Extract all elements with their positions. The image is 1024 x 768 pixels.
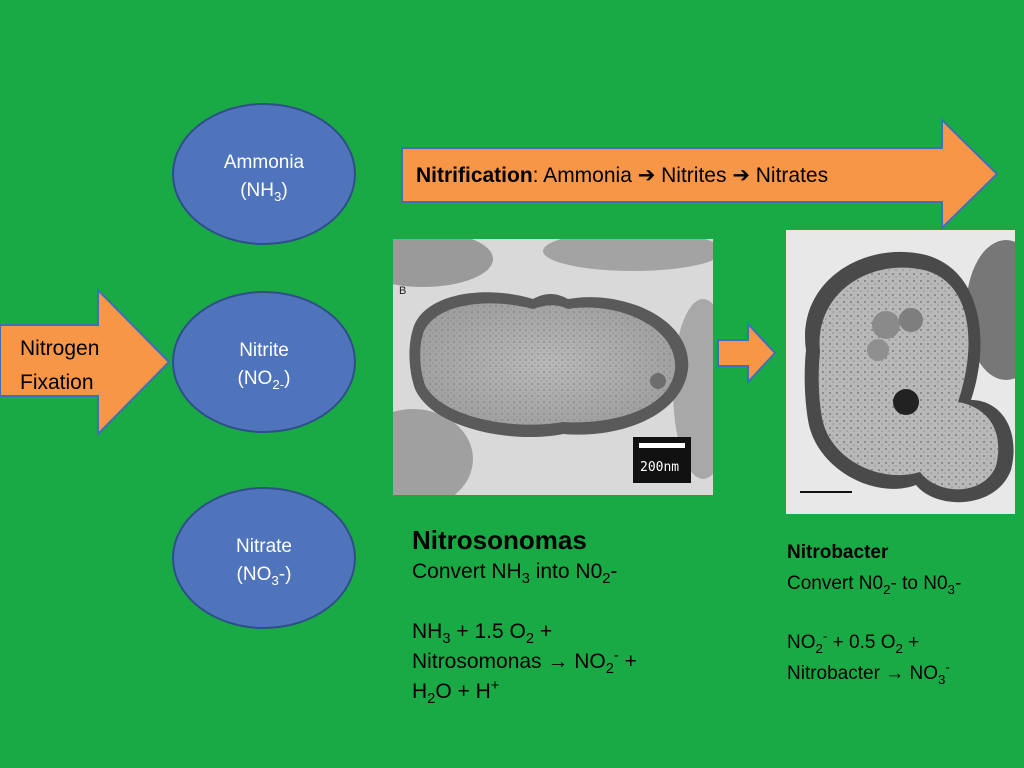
nitrobacter-equation-line2: Nitrobacter → NO3- xyxy=(787,659,950,687)
nitrite-formula: (NO2-) xyxy=(237,368,291,392)
nitrobacter-title: Nitrobacter xyxy=(787,542,889,563)
nitrogen-fixation-label: Nitrogen Fixation xyxy=(20,337,100,394)
panel-letter: B xyxy=(399,285,406,297)
nitrosonomas-title: Nitrosonomas xyxy=(412,525,587,555)
nitrobacter-equation-line1: NO2- + 0.5 O2 + xyxy=(787,628,920,656)
nitrate-ellipse: Nitrate (NO3-) xyxy=(172,487,356,629)
nitrosonomas-equation-line1: NH3 + 1.5 O2 + xyxy=(412,620,553,648)
nitrobacter-description: Nitrobacter Convert N02- to N03- NO2- + … xyxy=(787,537,961,689)
nitrate-formula: (NO3-) xyxy=(236,564,292,588)
nitrosonomas-micrograph: 200nm B xyxy=(393,239,713,495)
nitrogen-fixation-arrow xyxy=(0,288,171,437)
nitrobacter-convert: Convert N02- to N03- xyxy=(787,573,962,597)
nitrite-ellipse: Nitrite (NO2-) xyxy=(172,291,356,433)
nitrification-arrow xyxy=(401,118,999,230)
nitrosonomas-convert: Convert NH3 into N02- xyxy=(412,560,618,588)
nitrobacter-micrograph xyxy=(786,230,1015,514)
nitrosonomas-equation-line2: Nitrosomonas → NO2- + xyxy=(412,648,637,678)
ammonia-name: Ammonia xyxy=(223,152,305,173)
nitrosonomas-image: 200nm B xyxy=(393,239,713,495)
nitrobacter-image xyxy=(786,230,1015,514)
nitrate-name: Nitrate xyxy=(236,536,292,557)
ammonia-formula: (NH3) xyxy=(240,180,288,204)
nitrosonomas-equation-line3: H2O + H+ xyxy=(412,678,500,708)
nitrification-label: Nitrification xyxy=(416,164,533,187)
scale-bar-label: 200nm xyxy=(640,460,679,475)
nitrification-text: Nitrification: Ammonia ➔ Nitrites ➔ Nitr… xyxy=(416,164,829,187)
nitrite-name: Nitrite xyxy=(239,340,289,361)
conversion-arrow xyxy=(717,322,777,384)
ammonia-ellipse: Ammonia (NH3) xyxy=(172,103,356,245)
nitrosonomas-description: Nitrosonomas Convert NH3 into N02- NH3 +… xyxy=(412,523,637,707)
